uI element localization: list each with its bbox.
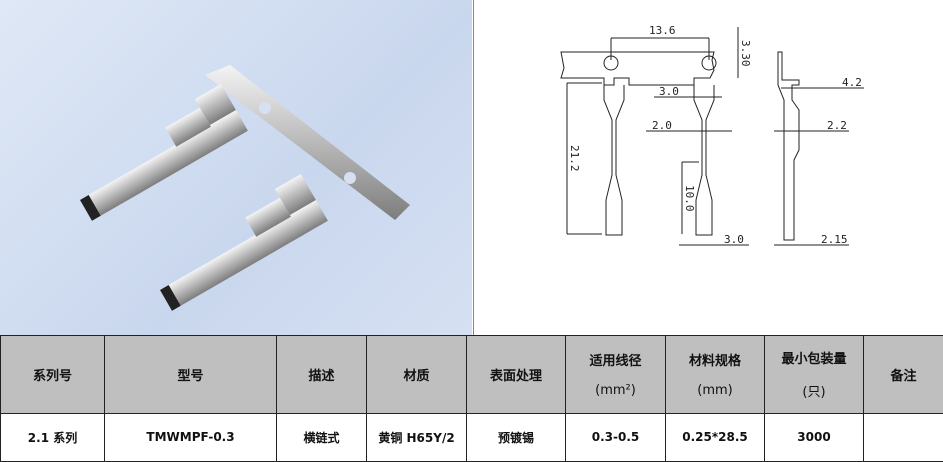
cell-material: 黄铜 H65Y/2 [366, 412, 467, 462]
header-label: 材料规格 [688, 354, 741, 370]
cell-description: 横链式 [276, 412, 367, 462]
header-material-spec: 材料规格 (mm) [665, 335, 765, 414]
dim-crimp-width: 3.0 [659, 85, 679, 98]
cell-remarks [863, 412, 943, 462]
dim-total-length: 21.2 [568, 145, 581, 172]
header-unit: (mm²) [595, 383, 636, 399]
header-description: 描述 [276, 335, 367, 414]
header-min-package: 最小包装量 (只) [764, 335, 864, 414]
dim-box-length: 10.0 [683, 185, 696, 212]
dimension-drawing: 13.6 3.30 3.0 2.0 21.2 10.0 3.0 4.2 2.2 … [560, 24, 864, 246]
dim-box-width: 3.0 [724, 233, 744, 246]
dim-box-height: 2.15 [821, 233, 848, 246]
header-label: 适用线径 [589, 354, 642, 370]
header-model: 型号 [104, 335, 277, 414]
dim-neck-width: 2.0 [652, 119, 672, 132]
table-row: 2.1 系列 TMWMPF-0.3 横链式 黄铜 H65Y/2 预镀锡 0.3-… [0, 412, 943, 462]
table-header-row: 系列号 型号 描述 材质 表面处理 适用线径 (mm²) 材料规格 (mm) 最小包… [0, 335, 943, 414]
header-label: 最小包装量 [781, 352, 847, 368]
product-photo [0, 0, 472, 335]
header-surface: 表面处理 [466, 335, 566, 414]
header-wire-range: 适用线径 (mm²) [565, 335, 666, 414]
header-unit: (mm) [697, 383, 733, 399]
cell-series: 2.1 系列 [0, 412, 105, 462]
header-unit: (只) [802, 385, 826, 401]
terminal-photo-illustration [80, 65, 410, 311]
cell-wire-range: 0.3-0.5 [565, 412, 666, 462]
header-material: 材质 [366, 335, 467, 414]
header-remarks: 备注 [863, 335, 943, 414]
cell-model: TMWMPF-0.3 [104, 412, 277, 462]
technical-drawing: 13.6 3.30 3.0 2.0 21.2 10.0 3.0 4.2 2.2 … [473, 0, 943, 335]
dim-carrier-height: 3.30 [739, 40, 752, 67]
spec-table: 系列号 型号 描述 材质 表面处理 适用线径 (mm²) 材料规格 (mm) 最小包… [0, 335, 943, 462]
dim-pitch: 13.6 [649, 24, 676, 37]
header-series: 系列号 [0, 335, 105, 414]
cell-surface: 预镀锡 [466, 412, 566, 462]
cell-material-spec: 0.25*28.5 [665, 412, 765, 462]
cell-min-package: 3000 [764, 412, 864, 462]
dim-side-width: 2.2 [827, 119, 847, 132]
dim-side-tab: 4.2 [842, 76, 862, 89]
